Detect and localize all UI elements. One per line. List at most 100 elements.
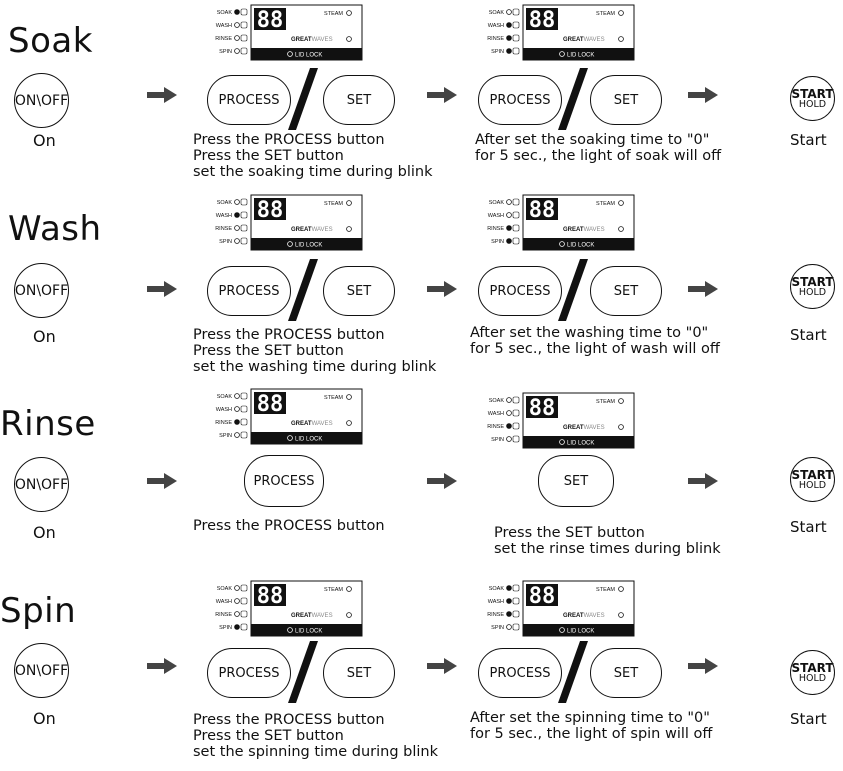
set-button[interactable]: SET — [590, 75, 662, 125]
panel-label-spin: SPIN — [491, 49, 504, 55]
lid-lock-label: LID LOCK — [567, 629, 594, 635]
caption-line: set the washing time during blink — [193, 359, 437, 375]
indicator-light — [618, 612, 624, 618]
arrow-right-icon — [427, 87, 457, 103]
process-button-label: PROCESS — [253, 473, 315, 489]
set-button[interactable]: SET — [323, 266, 395, 316]
steam-label: STEAM — [324, 587, 343, 593]
lid-lock-indicator — [287, 241, 293, 247]
panel-label-spin: SPIN — [491, 625, 504, 631]
spin-program-icon — [240, 47, 248, 55]
set-button-label: SET — [563, 473, 589, 489]
indicator-light-rinse — [506, 611, 512, 617]
on-off-label: ON\OFF — [14, 662, 69, 679]
process-button[interactable]: PROCESS — [244, 455, 324, 507]
start-hold-button[interactable]: START HOLD — [790, 76, 835, 121]
caption: Press the PROCESS button Press the SET b… — [193, 712, 438, 760]
steam-indicator — [346, 586, 352, 592]
start-hold-button[interactable]: START HOLD — [790, 264, 835, 309]
digit-display — [254, 198, 286, 220]
digit-display — [526, 198, 558, 220]
indicator-light — [618, 36, 624, 42]
indicator-light — [618, 424, 624, 430]
row-title-soak: Soak — [8, 21, 93, 61]
lid-lock-bar — [251, 48, 362, 60]
panel-label-spin: SPIN — [219, 49, 232, 55]
indicator-light-soak — [234, 393, 240, 399]
row-title-rinse: Rinse — [0, 404, 96, 444]
process-button-label: PROCESS — [218, 92, 280, 108]
process-button[interactable]: PROCESS — [207, 75, 291, 125]
soak-program-icon — [240, 198, 248, 206]
slash-divider-icon — [288, 259, 318, 321]
steam-label: STEAM — [596, 11, 615, 17]
caption-line: set the spinning time during blink — [193, 744, 438, 760]
indicator-light-wash — [506, 410, 512, 416]
wash-program-icon — [512, 211, 520, 219]
steam-label: STEAM — [324, 11, 343, 17]
panel-label-rinse: RINSE — [215, 612, 232, 618]
set-button[interactable]: SET — [590, 648, 662, 698]
on-off-button[interactable]: ON\OFF — [14, 457, 69, 512]
set-button[interactable]: SET — [323, 75, 395, 125]
on-label: On — [33, 523, 56, 542]
process-button[interactable]: PROCESS — [478, 648, 562, 698]
lid-lock-indicator — [559, 627, 565, 633]
process-button-label: PROCESS — [489, 283, 551, 299]
start-label-sub: HOLD — [798, 672, 827, 684]
process-button[interactable]: PROCESS — [478, 75, 562, 125]
start-hold-button[interactable]: START HOLD — [790, 650, 835, 695]
on-off-button[interactable]: ON\OFF — [14, 263, 69, 318]
arrow-right-icon — [147, 658, 177, 674]
slash-divider-icon — [558, 68, 588, 130]
caption: Press the PROCESS button — [193, 518, 385, 534]
digit-display — [526, 396, 558, 418]
indicator-light-spin — [506, 436, 512, 442]
caption-line: for 5 sec., the light of spin will off — [470, 726, 713, 742]
on-label: On — [33, 327, 56, 346]
process-button[interactable]: PROCESS — [478, 266, 562, 316]
start-label-sub: HOLD — [798, 286, 827, 298]
indicator-light-rinse — [234, 225, 240, 231]
panel-label-wash: WASH — [216, 23, 232, 29]
set-button-label: SET — [613, 283, 639, 299]
lid-lock-bar — [251, 432, 362, 444]
steam-indicator — [618, 586, 624, 592]
lid-lock-bar — [523, 48, 634, 60]
process-button[interactable]: PROCESS — [207, 266, 291, 316]
start-label-main: START — [791, 467, 834, 482]
panel-label-wash: WASH — [488, 599, 504, 605]
caption-line: set the soaking time during blink — [193, 164, 433, 180]
lid-lock-label: LID LOCK — [567, 441, 594, 447]
slash-divider-icon — [288, 641, 318, 703]
steam-indicator — [618, 398, 624, 404]
on-off-button[interactable]: ON\OFF — [14, 73, 69, 128]
panel-label-spin: SPIN — [219, 433, 232, 439]
digit-text: 88 — [257, 584, 284, 609]
caption-line: After set the spinning time to "0" — [470, 710, 710, 726]
caption-line: After set the soaking time to "0" — [475, 132, 710, 148]
digit-text: 88 — [257, 8, 284, 33]
process-button[interactable]: PROCESS — [207, 648, 291, 698]
caption: Press the PROCESS button Press the SET b… — [193, 132, 433, 180]
set-button[interactable]: SET — [323, 648, 395, 698]
spin-program-icon — [512, 237, 520, 245]
set-button[interactable]: SET — [590, 266, 662, 316]
panel-label-rinse: RINSE — [215, 226, 232, 232]
indicator-light-wash — [234, 212, 240, 218]
caption-line: After set the washing time to "0" — [470, 325, 709, 341]
on-off-button[interactable]: ON\OFF — [14, 643, 69, 698]
panel-label-soak: SOAK — [217, 10, 233, 16]
steam-indicator — [618, 200, 624, 206]
row-title-spin: Spin — [0, 591, 77, 631]
panel-label-soak: SOAK — [489, 586, 505, 592]
start-hold-button[interactable]: START HOLD — [790, 457, 835, 502]
set-button[interactable]: SET — [538, 455, 614, 507]
caption-line: for 5 sec., the light of wash will off — [470, 341, 720, 357]
process-button-label: PROCESS — [489, 665, 551, 681]
start-label-main: START — [791, 274, 834, 289]
indicator-light-rinse — [234, 419, 240, 425]
indicator-light-rinse — [506, 225, 512, 231]
